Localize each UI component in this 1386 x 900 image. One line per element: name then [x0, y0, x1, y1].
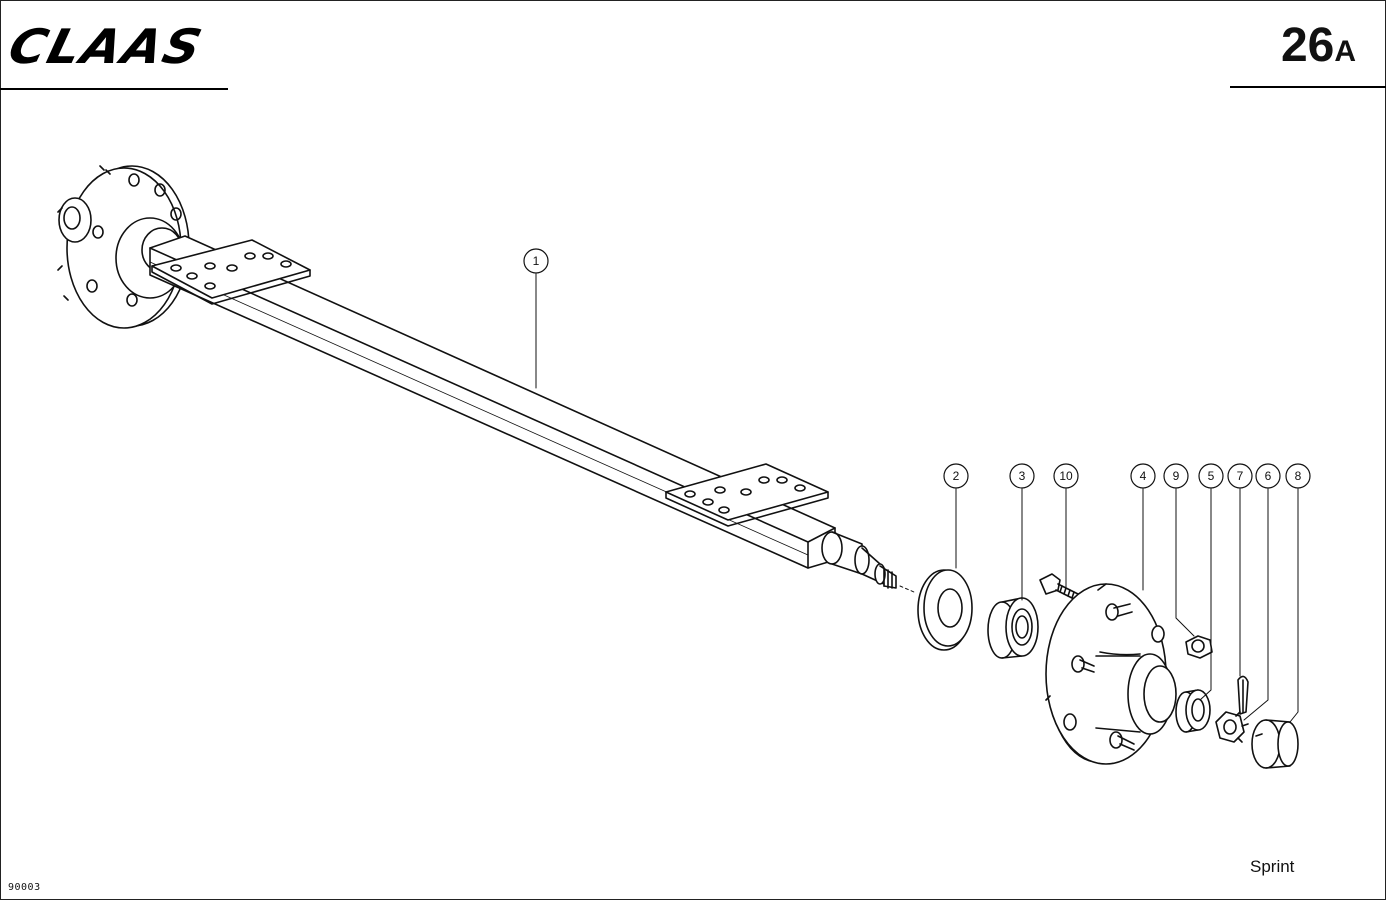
page-number: 26A: [1281, 16, 1356, 82]
part-7-split-pin: [1237, 675, 1249, 715]
callout-5-label: 5: [1208, 469, 1215, 483]
part-5-outer-bearing: [1175, 689, 1211, 733]
page-number-digits: 26: [1280, 19, 1335, 72]
part-4-wheel-hub: [1045, 583, 1177, 765]
callout-6-label: 6: [1265, 469, 1272, 483]
callout-7-label: 7: [1237, 469, 1244, 483]
drawing-code: 90003: [8, 882, 41, 893]
page-number-suffix: A: [1334, 35, 1356, 68]
callout-10-label: 10: [1059, 469, 1073, 483]
callout-7: 7: [1227, 463, 1253, 489]
leader-lines: [535, 273, 1299, 723]
callout-9: 9: [1163, 463, 1189, 489]
model-name: Sprint: [1250, 857, 1295, 876]
page-number-underline: [1230, 86, 1386, 88]
part-3-bearing: [987, 597, 1039, 659]
left-mounting-plate: [151, 239, 311, 305]
callout-8-label: 8: [1295, 469, 1302, 483]
callout-6: 6: [1255, 463, 1281, 489]
part-6-castle-nut: [1215, 711, 1249, 743]
part-8-hub-cap: [1251, 719, 1299, 769]
callout-8: 8: [1285, 463, 1311, 489]
callout-2: 2: [943, 463, 969, 489]
logo-underline: [0, 88, 228, 90]
callout-1: 1: [523, 248, 549, 274]
callout-2-label: 2: [953, 469, 960, 483]
callout-3-label: 3: [1019, 469, 1026, 483]
callout-4: 4: [1130, 463, 1156, 489]
callout-9-label: 9: [1173, 469, 1180, 483]
right-spindle: [821, 531, 915, 593]
callout-4-label: 4: [1140, 469, 1147, 483]
part-9-wheel-nut: [1185, 635, 1213, 659]
callout-10: 10: [1053, 463, 1079, 489]
callout-1-label: 1: [533, 254, 540, 268]
callout-5: 5: [1198, 463, 1224, 489]
part-2-washer: [917, 569, 973, 651]
right-mounting-plate: [665, 463, 829, 527]
callout-3: 3: [1009, 463, 1035, 489]
